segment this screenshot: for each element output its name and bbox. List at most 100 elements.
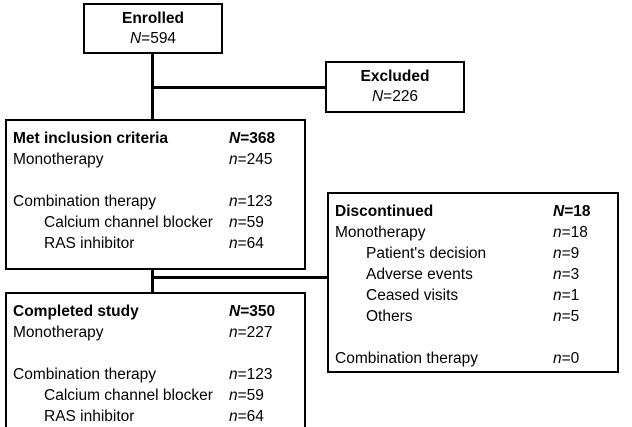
row-3: Adverse events n=3 (366, 266, 579, 283)
count-number: =9 (561, 245, 580, 262)
excluded-count: N=226 (372, 87, 418, 107)
row-1: Monotherapy n=18 (335, 224, 588, 241)
count-number: =0 (561, 350, 580, 367)
row-value: n=1 (553, 288, 579, 304)
row-1: Monotherapy n=227 (13, 324, 273, 341)
count-symbol: n (229, 235, 238, 252)
count-symbol: n (229, 151, 238, 168)
count-number: =227 (237, 324, 273, 341)
row-value: n=18 (553, 225, 588, 241)
row-value: N=368 (229, 131, 275, 147)
row-0: Discontinued N=18 (335, 203, 591, 220)
row-value: n=59 (229, 215, 264, 231)
row-3: Combination therapy n=123 (13, 366, 273, 383)
count-symbol: n (229, 193, 238, 210)
row-label: Combination therapy (13, 193, 157, 210)
count-symbol: n (229, 387, 238, 404)
row-label: Calcium channel blocker (44, 214, 213, 231)
row-label: Monotherapy (13, 324, 104, 341)
row-5: RAS inhibitor n=64 (44, 235, 264, 252)
count-number: =3 (561, 266, 580, 283)
count-symbol: N (229, 303, 241, 320)
row-value: n=64 (229, 409, 264, 425)
row-1: Monotherapy n=245 (13, 151, 273, 168)
row-3: Combination therapy n=123 (13, 193, 273, 210)
row-label: Calcium channel blocker (44, 387, 213, 404)
row-value: n=0 (553, 351, 579, 367)
count-number: =59 (237, 214, 264, 231)
row-label: RAS inhibitor (44, 235, 135, 252)
row-label: Ceased visits (366, 287, 459, 304)
row-value: n=3 (553, 267, 579, 283)
count-number: =64 (237, 235, 264, 252)
row-label: Monotherapy (335, 224, 426, 241)
row-value: N=350 (229, 304, 275, 320)
row-4: Calcium channel blocker n=59 (44, 387, 264, 404)
count-number: =64 (237, 408, 264, 425)
count-number: =350 (240, 303, 276, 320)
row-7: Combination therapy n=0 (335, 350, 579, 367)
count-symbol: n (229, 366, 238, 383)
row-value: N=18 (553, 204, 591, 220)
count-symbol: n (229, 408, 238, 425)
count-number: =18 (561, 224, 588, 241)
row-label: Combination therapy (13, 366, 157, 383)
row-value: n=123 (229, 367, 273, 383)
row-value: n=64 (229, 236, 264, 252)
count-symbol: n (553, 287, 562, 304)
row-5: Others n=5 (366, 308, 579, 325)
box-enrolled: Enrolled N=594 (83, 3, 223, 54)
excluded-title: Excluded (360, 68, 430, 85)
enrolled-count-number: =594 (141, 29, 177, 47)
row-2: Patient's decision n=9 (366, 245, 579, 262)
count-symbol: N (553, 203, 565, 220)
row-label: Others (366, 308, 413, 325)
count-number: =368 (240, 130, 276, 147)
row-4: Calcium channel blocker n=59 (44, 214, 264, 231)
excluded-count-symbol: N (371, 88, 384, 105)
row-value: n=227 (229, 325, 273, 341)
count-symbol: n (553, 224, 562, 241)
count-number: =123 (237, 193, 273, 210)
count-symbol: N (229, 130, 241, 147)
count-symbol: n (553, 245, 562, 262)
row-value: n=123 (229, 194, 273, 210)
count-symbol: n (229, 214, 238, 231)
count-symbol: n (553, 266, 562, 283)
box-excluded: Excluded N=226 (325, 61, 465, 113)
count-number: =123 (237, 366, 273, 383)
row-label: Discontinued (335, 203, 434, 220)
row-label: Combination therapy (335, 350, 479, 367)
count-number: =1 (561, 287, 580, 304)
row-value: n=5 (553, 309, 579, 325)
row-value: n=245 (229, 152, 273, 168)
row-label: Patient's decision (366, 245, 487, 262)
enrolled-count-symbol: N (129, 29, 142, 47)
count-number: =59 (237, 387, 264, 404)
count-number: =18 (564, 203, 591, 220)
connector-inclusion-vertical (151, 268, 154, 294)
excluded-count-number: =226 (383, 88, 419, 105)
connector-excluded-horizontal (151, 86, 327, 89)
row-label: RAS inhibitor (44, 408, 135, 425)
count-symbol: n (553, 308, 562, 325)
enrolled-count: N=594 (130, 29, 176, 49)
row-label: Met inclusion criteria (13, 130, 169, 147)
row-value: n=59 (229, 388, 264, 404)
row-value: n=9 (553, 246, 579, 262)
row-label: Completed study (13, 303, 139, 320)
count-symbol: n (229, 324, 238, 341)
enrolled-title: Enrolled (121, 9, 184, 27)
row-4: Ceased visits n=1 (366, 287, 579, 304)
count-number: =5 (561, 308, 580, 325)
row-0: Completed study N=350 (13, 303, 275, 320)
row-5: RAS inhibitor n=64 (44, 408, 264, 425)
count-symbol: n (553, 350, 562, 367)
row-label: Adverse events (366, 266, 473, 283)
row-label: Monotherapy (13, 151, 104, 168)
connector-discontinued-horizontal (151, 276, 329, 279)
